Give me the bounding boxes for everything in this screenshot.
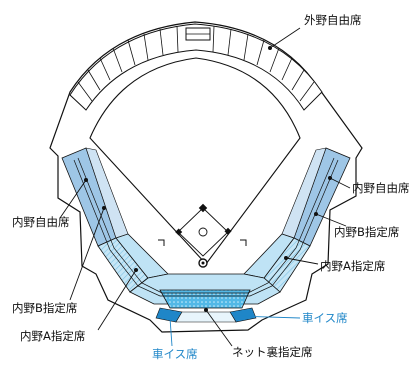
front-walkway [175, 311, 237, 323]
outfield-stands [69, 23, 323, 111]
label-inner-b-right: 内野B指定席 [334, 225, 399, 239]
dugout-left [158, 239, 165, 246]
label-outfield-free: 外野自由席 [304, 13, 362, 27]
label-net-back: ネット裏指定席 [232, 345, 313, 359]
pitchers-mound [198, 227, 208, 237]
outfield-section-dividers [77, 25, 315, 102]
third-base [175, 228, 183, 236]
label-inner-a-right: 内野A指定席 [320, 259, 385, 273]
label-inner-free-left: 内野自由席 [12, 215, 70, 229]
dugout-right [240, 239, 247, 246]
label-inner-free-right: 内野自由席 [352, 181, 410, 195]
first-base [224, 227, 232, 235]
net-back-section [159, 289, 251, 309]
label-inner-a-left: 内野A指定席 [20, 329, 85, 343]
label-leaders [59, 27, 351, 347]
label-inner-b-left: 内野B指定席 [12, 301, 77, 315]
label-wheelchair-left: 車イス席 [152, 347, 198, 361]
playing-field [89, 57, 301, 265]
aisle-lines [73, 157, 339, 297]
label-wheelchair-right: 車イス席 [302, 311, 348, 325]
second-base [198, 203, 208, 213]
